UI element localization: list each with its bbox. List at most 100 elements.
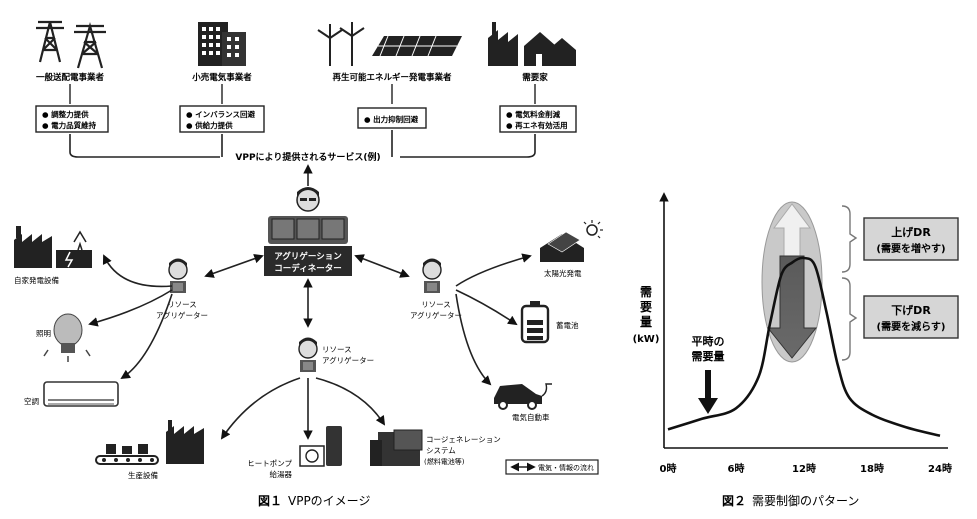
demand-curve <box>667 256 941 438</box>
transmission-tower-icon <box>36 20 106 69</box>
fig1-diagram: 一般送配電事業者 小売電気事業者 再生可能エネルギー発電事業者 需要家 ● 調整… <box>14 20 603 508</box>
aggregator-left-label: リソース <box>167 300 197 309</box>
heat-pump-icon <box>299 426 342 467</box>
x-tick-label: 24時 <box>928 462 952 475</box>
service-box-retailer: ● インバランス回避 ● 供給力提供 <box>179 105 265 133</box>
down-dr-bracket <box>841 277 858 361</box>
aggregator-left-icon <box>168 258 188 293</box>
x-tick-label: 0時 <box>660 462 677 475</box>
coordinator-label: コーディネーター <box>274 263 341 274</box>
service-text: 供給力提供 <box>194 120 233 130</box>
flow-arrow <box>120 293 173 380</box>
up-dr-label: 上げDR <box>891 225 931 239</box>
fig2-caption-text: 需要制御のパターン <box>752 493 859 508</box>
flow-arrow <box>455 253 532 287</box>
svg-text:● 出力抑制回避: ● 出力抑制回避 <box>364 114 419 124</box>
svg-text:● 再エネ有効活用: ● 再エネ有効活用 <box>506 120 568 130</box>
service-text: 電力品質維持 <box>51 120 96 130</box>
aggregator-left-label: アグリゲーター <box>156 310 208 320</box>
coordinator-person-icon <box>268 187 348 244</box>
up-dr-box: 上げDR (需要を増やす) <box>863 217 959 261</box>
y-axis-label: (kW) <box>633 334 660 345</box>
aggregator-right-label: リソース <box>421 300 451 309</box>
coordinator-box <box>264 246 352 276</box>
svg-text:● インバランス回避: ● インバランス回避 <box>186 109 256 119</box>
x-tick-label: 18時 <box>860 462 884 475</box>
service-text: インバランス回避 <box>195 109 255 119</box>
wind-solar-icon <box>317 22 462 66</box>
fig1-caption-text: VPPのイメージ <box>288 494 370 508</box>
x-tick-label: 12時 <box>792 462 816 475</box>
entity-label-tso: 一般送配電事業者 <box>36 72 105 83</box>
right-resource-label: 蓄電池 <box>556 320 579 330</box>
air-conditioner-icon <box>43 381 119 407</box>
flow-arrow <box>455 289 518 326</box>
down-dr-label: 下げDR <box>891 303 931 317</box>
entity-label-retailer: 小売電気事業者 <box>191 72 252 83</box>
solar-house-icon <box>540 220 603 262</box>
coordinator-label: アグリゲーション <box>274 251 342 262</box>
flow-arrow <box>354 254 410 278</box>
up-dr-bracket <box>841 205 858 273</box>
normal-demand-label: 平時の <box>692 334 725 348</box>
cogeneration-icon <box>370 429 423 466</box>
normal-demand-arrow <box>698 370 718 414</box>
right-resource-label: 電気自動車 <box>512 412 550 422</box>
light-bulb-icon <box>43 313 91 362</box>
down-dr-box: 下げDR (需要を減らす) <box>863 295 959 339</box>
left-resource-label: 照明 <box>36 329 51 338</box>
legend-label: 電気・情報の流れ <box>538 463 594 472</box>
private-power-plant-icon <box>14 226 92 268</box>
flow-arrow <box>102 254 173 288</box>
office-building-icon <box>198 22 246 66</box>
service-box-renewable: ● 出力抑制回避 <box>357 107 427 129</box>
svg-text:● 電気料金削減: ● 電気料金削減 <box>506 109 561 119</box>
flow-arrow <box>88 289 173 327</box>
entity-label-consumer: 需要家 <box>522 72 548 83</box>
service-box-tso: ● 調整力提供 ● 電力品質維持 <box>35 105 109 133</box>
left-resource-label: 空調 <box>24 396 39 406</box>
aggregator-center-icon <box>298 337 318 372</box>
flow-arrow <box>455 293 492 386</box>
bottom-resource-label: システム <box>426 446 456 455</box>
flow-arrow <box>204 254 264 278</box>
battery-icon <box>520 301 550 344</box>
bottom-resource-label: (燃料電池等) <box>424 457 465 466</box>
svg-text:● 供給力提供: ● 供給力提供 <box>186 120 233 130</box>
aggregator-right-label: アグリゲーター <box>410 310 462 320</box>
bottom-resource-label: 生産設備 <box>128 470 158 480</box>
normal-demand-label: 需要量 <box>692 350 725 363</box>
bottom-resource-label: ヒートポンプ <box>247 459 292 468</box>
entity-label-renewable: 再生可能エネルギー発電事業者 <box>332 72 452 83</box>
fig1-caption-num: 図１ <box>258 494 282 508</box>
down-dr-label: (需要を減らす) <box>877 320 946 333</box>
service-text: 電気料金削減 <box>515 109 560 119</box>
service-box-consumer: ● 電気料金削減 ● 再エネ有効活用 <box>499 105 577 133</box>
aggregator-right-icon <box>422 258 442 293</box>
y-axis-label: 需 <box>640 285 652 299</box>
up-dr-label: (需要を増やす) <box>876 242 945 255</box>
factory-house-icon <box>488 22 576 66</box>
electric-car-icon <box>494 383 552 410</box>
legend-box: 電気・情報の流れ <box>505 459 599 475</box>
svg-text:● 調整力提供: ● 調整力提供 <box>42 109 89 119</box>
svg-text:● 電力品質維持: ● 電力品質維持 <box>42 120 97 130</box>
service-text: 出力抑制回避 <box>373 114 418 124</box>
production-equipment-icon <box>95 420 204 465</box>
left-resource-label: 自家発電設備 <box>14 275 59 285</box>
flow-arrow <box>315 377 386 426</box>
bottom-resource-label: コージェネレーション <box>426 435 501 444</box>
service-bracket <box>69 130 536 158</box>
right-resource-label: 太陽光発電 <box>544 268 582 278</box>
y-axis-label: 要 <box>640 299 652 314</box>
service-text: 調整力提供 <box>51 109 89 119</box>
fig2-caption-num: 図２ <box>722 494 746 508</box>
x-tick-label: 6時 <box>728 462 745 475</box>
aggregator-center-label: アグリゲーター <box>322 355 374 365</box>
aggregator-center-label: リソース <box>322 345 352 354</box>
flow-arrow <box>220 377 301 440</box>
service-bar-label: VPPにより提供されるサービス(例) <box>235 151 380 163</box>
